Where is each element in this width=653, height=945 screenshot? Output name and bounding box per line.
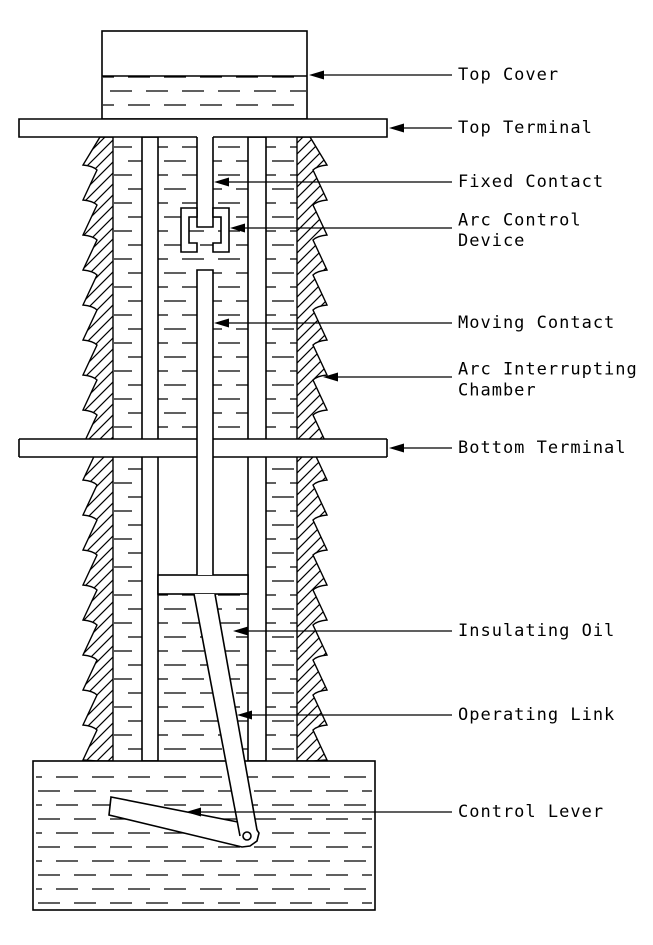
arrowhead-icon: [323, 372, 338, 382]
moving-contact: [196, 269, 214, 575]
leader-fixed-contact: [214, 177, 452, 187]
top-terminal-body: [19, 119, 387, 137]
operating-link-body: [194, 594, 257, 836]
label-bottom-terminal: Bottom Terminal: [458, 438, 627, 458]
top-cover: [101, 30, 308, 120]
arrowhead-icon: [214, 318, 229, 328]
top-terminal: [18, 118, 388, 138]
arrowhead-icon: [230, 223, 245, 233]
arrowhead-icon: [186, 807, 201, 817]
label-moving-contact: Moving Contact: [458, 313, 615, 333]
moving-contact-body: [197, 270, 213, 575]
leader-control-lever: [186, 807, 452, 817]
label-control-lever: Control Lever: [458, 802, 604, 822]
fixed-contact-body: [197, 137, 213, 227]
arrowhead-icon: [233, 626, 248, 636]
operating-link-right-edge: [214, 593, 258, 831]
fixed-contact: [196, 137, 214, 228]
label-top-terminal: Top Terminal: [458, 118, 593, 138]
leaders: [186, 70, 452, 817]
label-fixed-contact: Fixed Contact: [458, 172, 604, 192]
label-arc-interrupting-line2: Chamber: [458, 381, 537, 401]
arc-control-device: [180, 207, 230, 253]
moving-contact-outline: [196, 269, 214, 575]
leader-insulating-oil: [233, 626, 452, 636]
labels: Top Cover Top Terminal Fixed Contact Arc…: [458, 65, 638, 822]
label-arc-control-line2: Device: [458, 231, 525, 251]
leader-top-terminal: [389, 123, 452, 133]
arrowhead-icon: [389, 123, 404, 133]
leader-moving-contact: [214, 318, 452, 328]
operating-link: [193, 593, 258, 837]
operating-link-left-edge: [193, 593, 241, 837]
leader-arc-control-device: [230, 223, 452, 233]
label-operating-link: Operating Link: [458, 705, 615, 725]
label-top-cover: Top Cover: [458, 65, 559, 85]
fixed-contact-outline: [196, 137, 214, 228]
bottom-terminal-outline: [18, 438, 388, 458]
arc-control-bracket-left: [180, 207, 198, 253]
arrowhead-icon: [389, 443, 404, 453]
arrowhead-icon: [214, 177, 229, 187]
arc-control-bracket-right: [212, 207, 230, 253]
leader-arc-interrupting-chamber: [323, 372, 452, 382]
leader-bottom-terminal: [389, 443, 452, 453]
label-insulating-oil: Insulating Oil: [458, 621, 615, 641]
top-terminal-outline: [18, 118, 388, 138]
leader-operating-link: [237, 710, 452, 720]
arrowhead-icon: [237, 710, 252, 720]
arrowhead-icon: [309, 70, 324, 80]
piston-plate: [157, 574, 249, 595]
top-cover-oil-fill: [103, 76, 306, 118]
label-arc-control-line1: Arc Control: [458, 211, 582, 231]
pivot-circle: [242, 831, 252, 841]
label-arc-interrupting-line1: Arc Interrupting: [458, 360, 638, 380]
leader-top-cover: [309, 70, 452, 80]
